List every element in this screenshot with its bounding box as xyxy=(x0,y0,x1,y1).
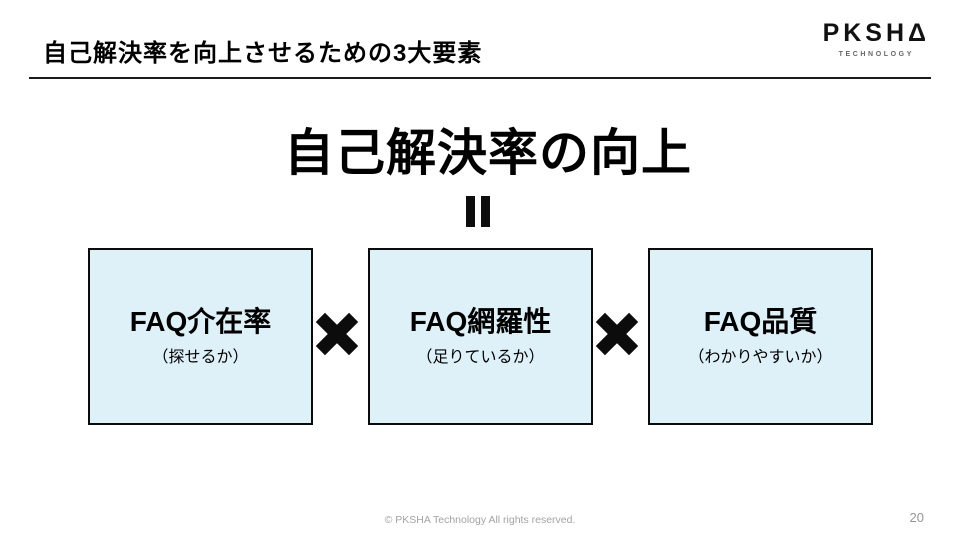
multiply-icon xyxy=(317,314,357,354)
equals-bar xyxy=(466,196,475,227)
slide-title: 自己解決率を向上させるための3大要素 xyxy=(43,40,483,67)
factor-subtitle: （足りているか） xyxy=(416,348,545,366)
main-heading: 自己解決率の向上 xyxy=(284,125,692,181)
pksha-logo: PKSHΔ TECHNOLOGY xyxy=(822,19,930,59)
equals-rotated-icon xyxy=(466,196,490,227)
factor-title: FAQ網羅性 xyxy=(409,306,552,338)
copyright-text: © PKSHA Technology All rights reserved. xyxy=(384,514,576,526)
title-underline xyxy=(29,77,931,79)
multiply-icon xyxy=(597,314,637,354)
factor-box-faq-intervention: FAQ介在率 （探せるか） xyxy=(88,248,313,425)
pksha-wordmark: PKSHΔ xyxy=(822,19,930,47)
pksha-technology-label: TECHNOLOGY xyxy=(838,51,914,58)
factor-title: FAQ介在率 xyxy=(129,306,272,338)
factor-subtitle: （わかりやすいか） xyxy=(688,348,833,366)
factor-box-faq-coverage: FAQ網羅性 （足りているか） xyxy=(368,248,593,425)
factor-box-faq-quality: FAQ品質 （わかりやすいか） xyxy=(648,248,873,425)
equals-bar xyxy=(481,196,490,227)
factor-subtitle: （探せるか） xyxy=(152,348,249,366)
factor-title: FAQ品質 xyxy=(703,306,818,338)
page-number: 20 xyxy=(909,510,924,525)
